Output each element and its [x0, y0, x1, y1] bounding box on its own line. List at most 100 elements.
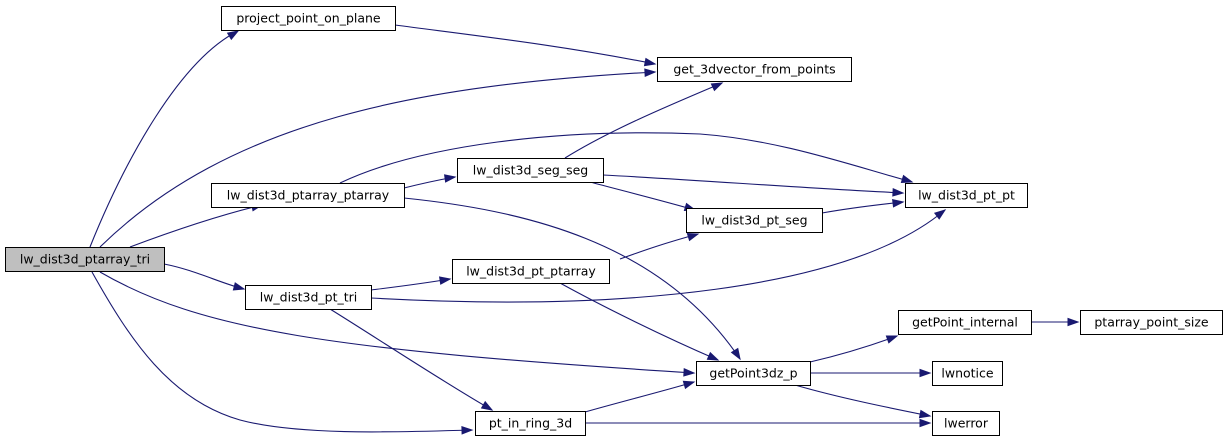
- edge-arrowhead: [461, 426, 474, 435]
- edge-line: [809, 335, 898, 363]
- edge-line: [329, 308, 493, 411]
- node-box[interactable]: [452, 259, 610, 284]
- edge-line: [89, 30, 239, 248]
- node-box[interactable]: [5, 247, 165, 272]
- node-box[interactable]: [686, 208, 823, 233]
- node-lw_dist3d_pt_tri[interactable]: lw_dist3d_pt_tri: [245, 285, 372, 310]
- edge-line: [821, 201, 904, 214]
- node-label: get_3dvector_from_points: [673, 62, 835, 77]
- node-lwerror[interactable]: lwerror: [932, 411, 1000, 436]
- edge-arrowhead: [232, 282, 246, 291]
- node-label: lwerror: [944, 416, 989, 431]
- node-label: pt_in_ring_3d: [489, 416, 572, 431]
- edge-line: [370, 278, 451, 291]
- edge-arrowhead: [683, 368, 696, 377]
- node-lw_dist3d_seg_seg[interactable]: lw_dist3d_seg_seg: [457, 158, 604, 183]
- edge-lw_dist3d_pt_seg-to-lw_dist3d_pt_pt: [821, 199, 905, 214]
- node-lw_dist3d_ptarray_tri[interactable]: lw_dist3d_ptarray_tri: [5, 247, 165, 272]
- node-label: lw_dist3d_ptarray_ptarray: [227, 188, 390, 203]
- edge-arrowhead: [438, 276, 452, 285]
- node-lwnotice[interactable]: lwnotice: [932, 361, 1003, 386]
- node-label: project_point_on_plane: [236, 11, 381, 26]
- node-getPoint_internal[interactable]: getPoint_internal: [898, 310, 1032, 335]
- edge-arrowhead: [226, 30, 240, 41]
- node-box[interactable]: [211, 183, 405, 208]
- node-label: lw_dist3d_pt_pt: [918, 188, 1015, 203]
- node-box[interactable]: [696, 361, 811, 386]
- edge-arrowhead: [444, 174, 457, 183]
- node-box[interactable]: [221, 6, 396, 31]
- edge-line: [564, 82, 723, 159]
- edge-arrowhead: [900, 174, 914, 184]
- node-project_point_on_plane[interactable]: project_point_on_plane: [221, 6, 396, 31]
- node-box[interactable]: [457, 158, 604, 183]
- edge-arrowhead: [892, 188, 905, 197]
- edge-arrowhead: [686, 232, 700, 242]
- node-ptarray_point_size[interactable]: ptarray_point_size: [1080, 310, 1223, 335]
- node-lw_dist3d_ptarray_ptarray[interactable]: lw_dist3d_ptarray_ptarray: [211, 183, 405, 208]
- edge-lw_dist3d_ptarray_ptarray-to-getPoint3dz_p: [403, 197, 741, 361]
- node-box[interactable]: [932, 361, 1003, 386]
- edge-line: [99, 271, 695, 374]
- edge-lw_dist3d_seg_seg-to-lw_dist3d_pt_seg: [589, 181, 697, 212]
- node-label: lw_dist3d_seg_seg: [473, 163, 588, 178]
- edge-lw_dist3d_pt_tri-to-lw_dist3d_pt_ptarray: [370, 276, 452, 291]
- edge-arrowhead: [1067, 317, 1080, 327]
- node-get_3dvector_from_points[interactable]: get_3dvector_from_points: [657, 57, 852, 82]
- edge-arrowhead: [706, 351, 720, 361]
- edges-layer: [89, 24, 1080, 435]
- node-lw_dist3d_pt_pt[interactable]: lw_dist3d_pt_pt: [905, 183, 1028, 208]
- edge-line: [403, 197, 741, 360]
- edge-line: [163, 263, 245, 290]
- edge-arrowhead: [682, 380, 696, 390]
- edge-lw_dist3d_pt_ptarray-to-getPoint3dz_p: [559, 282, 720, 361]
- edge-line: [602, 174, 904, 194]
- edge-pt_in_ring_3d-to-lwerror: [585, 418, 932, 428]
- edge-lw_dist3d_ptarray_tri-to-lw_dist3d_pt_tri: [163, 263, 246, 291]
- edge-line: [584, 381, 695, 413]
- node-label: getPoint_internal: [912, 315, 1018, 330]
- node-box[interactable]: [898, 310, 1032, 335]
- node-label: lw_dist3d_pt_tri: [260, 290, 358, 305]
- edge-arrowhead: [480, 400, 494, 411]
- edge-getPoint3dz_p-to-lwnotice: [810, 368, 932, 378]
- node-box[interactable]: [657, 57, 852, 82]
- edge-arrowhead: [919, 418, 932, 428]
- node-label: lw_dist3d_pt_seg: [701, 213, 807, 228]
- node-label: lw_dist3d_pt_ptarray: [466, 264, 596, 279]
- node-box[interactable]: [475, 411, 586, 436]
- edge-arrowhead: [933, 209, 947, 220]
- edge-line: [559, 282, 719, 361]
- node-box[interactable]: [1080, 310, 1223, 335]
- edge-line: [339, 132, 913, 184]
- edge-pt_in_ring_3d-to-getPoint3dz_p: [584, 380, 696, 413]
- edge-lw_dist3d_seg_seg-to-get_3dvector_from_points: [564, 82, 724, 159]
- edge-lw_dist3d_pt_tri-to-pt_in_ring_3d: [329, 308, 494, 411]
- edge-lw_dist3d_ptarray_ptarray-to-lw_dist3d_seg_seg: [403, 174, 457, 189]
- node-label: lw_dist3d_ptarray_tri: [20, 252, 150, 267]
- edge-lw_dist3d_pt_ptarray-to-lw_dist3d_pt_seg: [619, 232, 700, 260]
- edge-arrowhead: [643, 57, 657, 67]
- node-lw_dist3d_pt_ptarray[interactable]: lw_dist3d_pt_ptarray: [452, 259, 610, 284]
- edge-line: [91, 271, 473, 433]
- edge-arrowhead: [885, 335, 899, 344]
- edge-arrowhead: [644, 68, 657, 77]
- edge-lw_dist3d_ptarray_tri-to-pt_in_ring_3d: [91, 271, 474, 435]
- node-lw_dist3d_pt_seg[interactable]: lw_dist3d_pt_seg: [686, 208, 823, 233]
- node-box[interactable]: [905, 183, 1028, 208]
- edge-arrowhead: [919, 368, 932, 378]
- node-box[interactable]: [932, 411, 1000, 436]
- edge-lw_dist3d_seg_seg-to-lw_dist3d_pt_pt: [602, 174, 905, 197]
- node-label: getPoint3dz_p: [709, 366, 797, 381]
- node-label: lwnotice: [941, 366, 994, 381]
- edge-line: [589, 181, 696, 211]
- edge-line: [619, 233, 699, 260]
- nodes-layer: lw_dist3d_ptarray_tri project_point_on_pl…: [5, 6, 1223, 436]
- node-getPoint3dz_p[interactable]: getPoint3dz_p: [696, 361, 811, 386]
- node-pt_in_ring_3d[interactable]: pt_in_ring_3d: [475, 411, 586, 436]
- node-box[interactable]: [245, 285, 372, 310]
- edge-arrowhead: [918, 409, 932, 419]
- edge-project_point_on_plane-to-get_3dvector_from_points: [394, 24, 657, 67]
- edge-lw_dist3d_ptarray_tri-to-getPoint3dz_p: [99, 271, 696, 377]
